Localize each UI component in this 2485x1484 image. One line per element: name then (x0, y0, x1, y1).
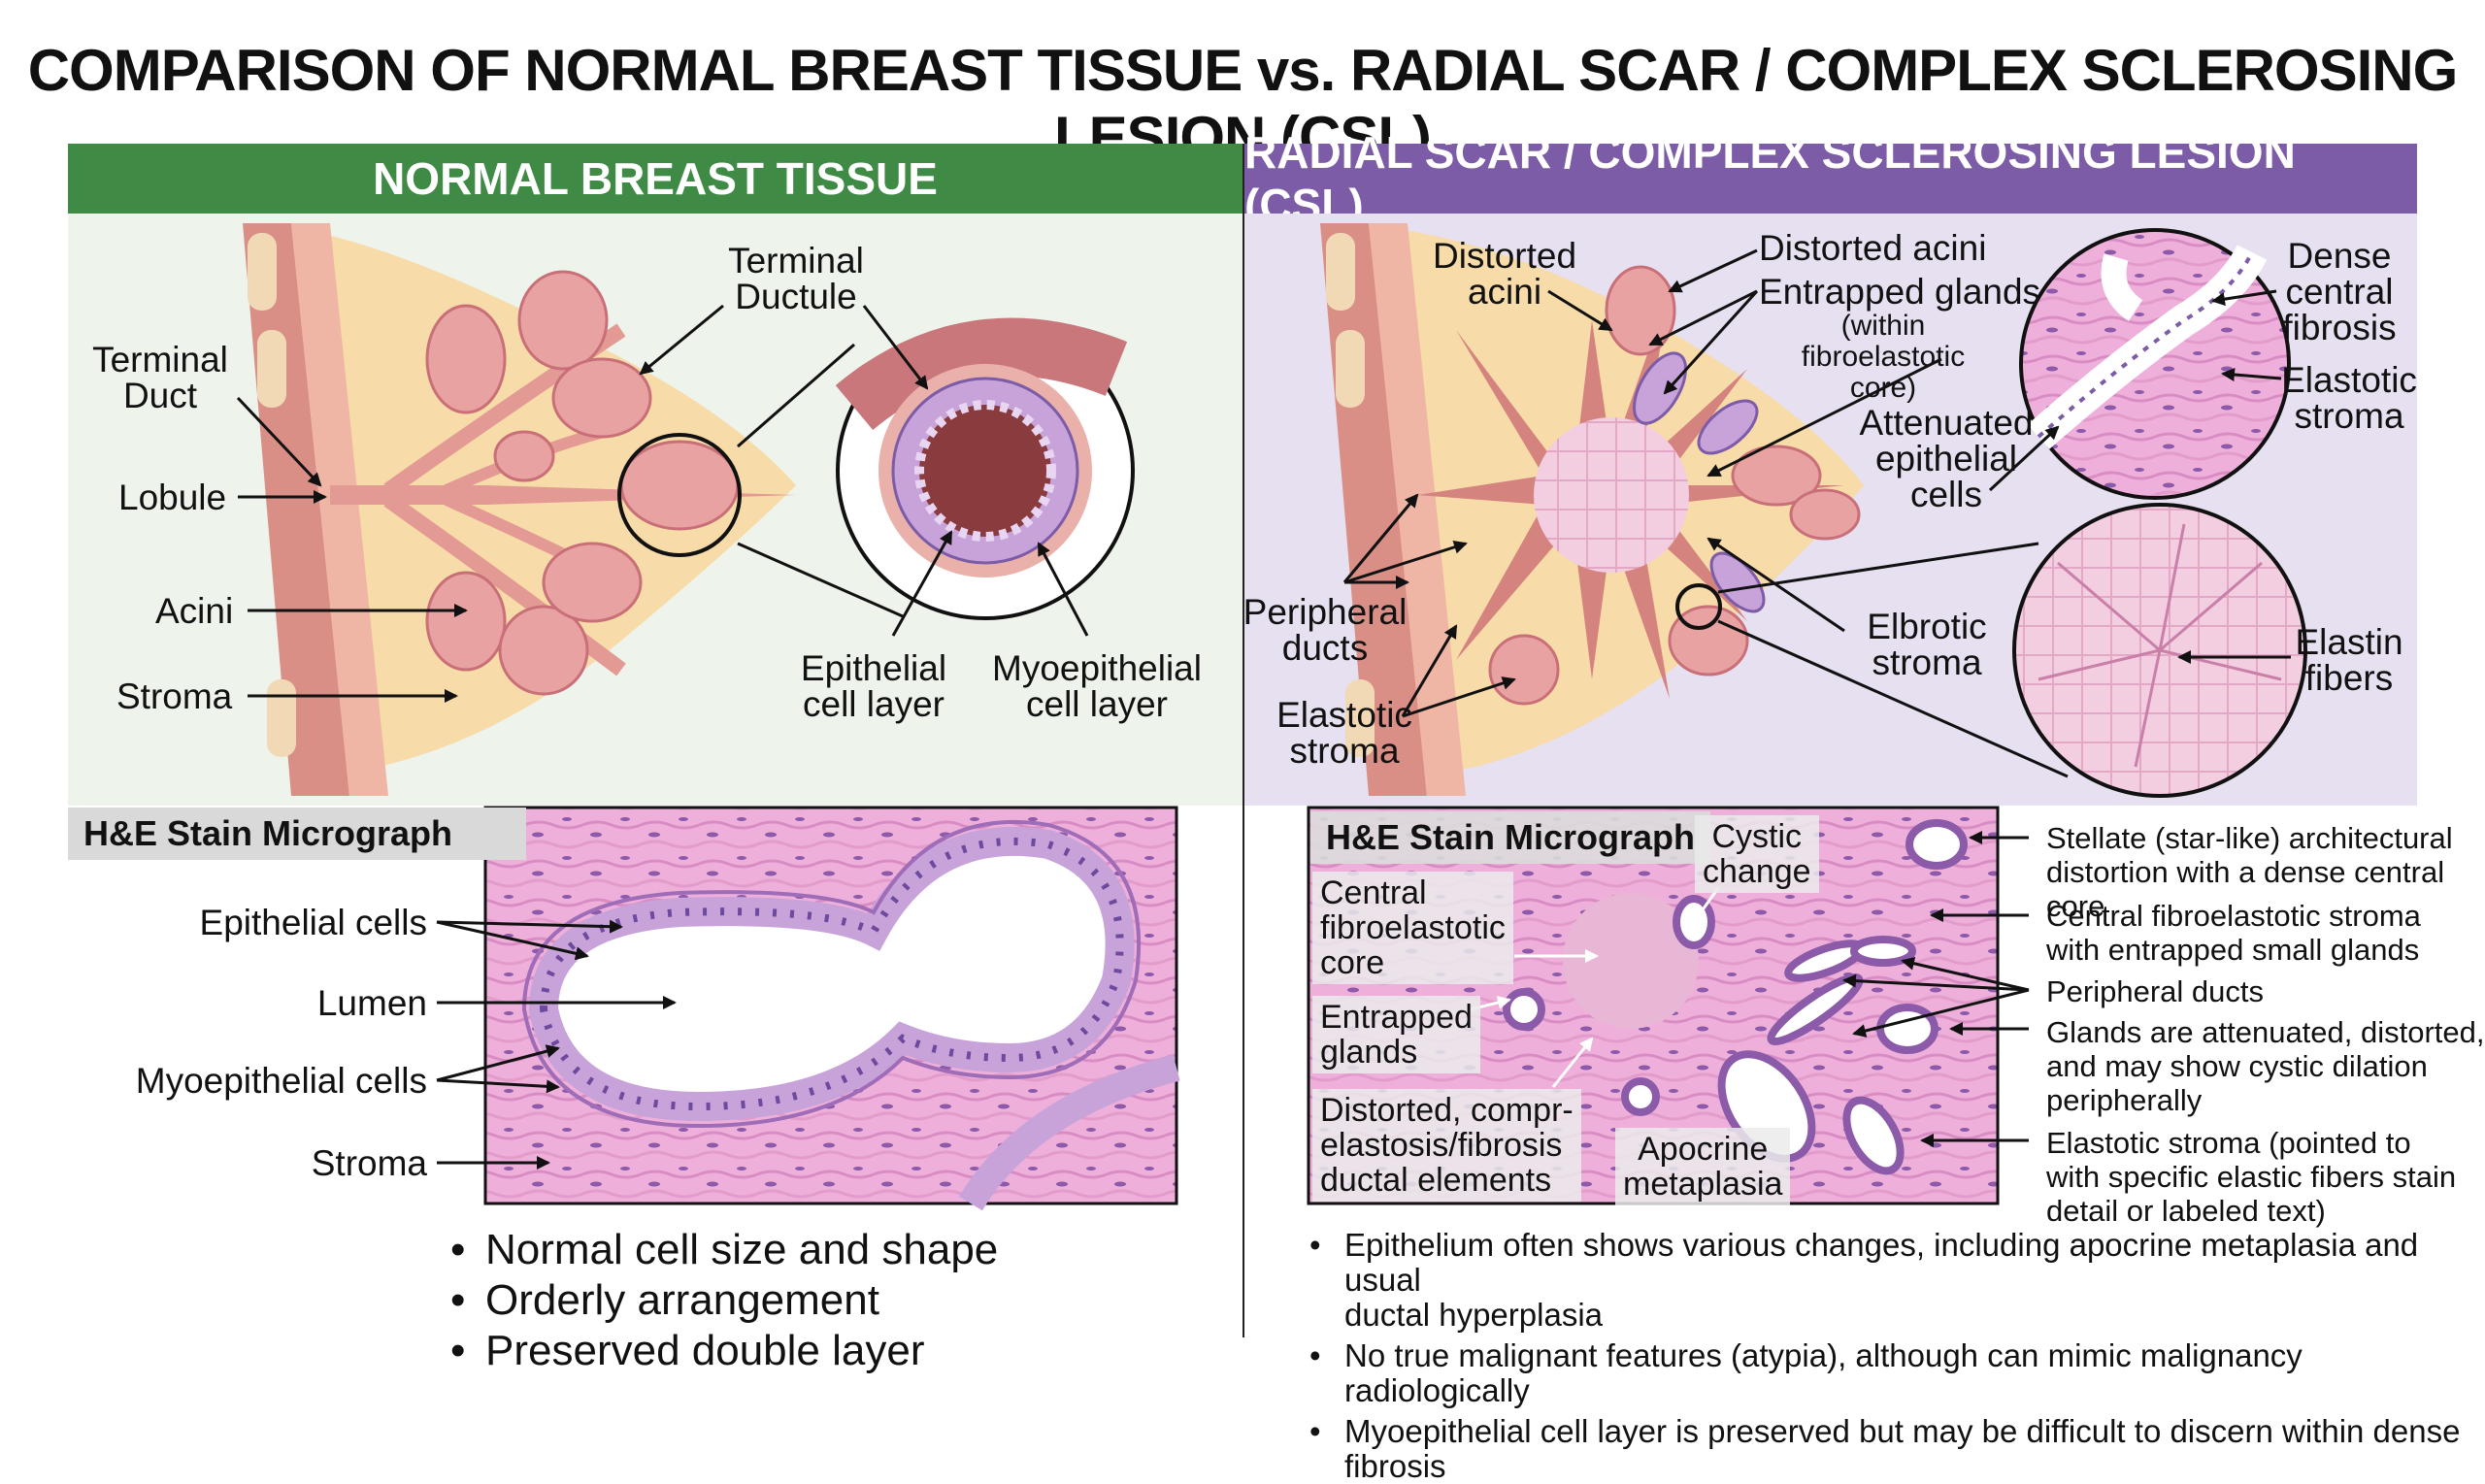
label-epithelial-layer: Epithelial cell layer (800, 648, 947, 724)
right-bullet: Epithelium often shows various changes, … (1306, 1228, 2470, 1333)
label-entrapped: Entrapped glands (1312, 996, 1480, 1073)
label-peripheral-ducts: Peripheral ducts (1242, 592, 1408, 668)
label-distorted-acini-left: Distorted acini (1432, 236, 1577, 312)
label-lobule: Lobule (118, 478, 227, 517)
left-micrograph-tag: H&E Stain Micrograph (68, 808, 526, 860)
label-terminal-ductule: Terminal Ductule (728, 241, 864, 316)
radial-scar-header: RADIAL SCAR / COMPLEX SCLEROSING LESION … (1244, 127, 2417, 230)
illustration-canvas (236, 223, 2307, 1211)
label-distorted-elements: Distorted, compr- elastosis/fibrosis duc… (1312, 1089, 1581, 1202)
note-central-stroma: Central fibroelastotic stroma with entra… (2046, 899, 2421, 967)
label-micrograph-stroma: Stroma (311, 1143, 427, 1183)
label-elastin-fibers: Elastin fibers (2295, 622, 2403, 698)
radial-label-arrows (1342, 248, 2291, 718)
normal-tissue-header: NORMAL BREAST TISSUE (68, 144, 1242, 214)
left-bullet-list: Normal cell size and shape Orderly arran… (447, 1225, 1223, 1376)
label-cystic-change: Cystic change (1695, 815, 1819, 893)
right-bullet-list: Epithelium often shows various changes, … (1306, 1228, 2470, 1484)
panel-divider (1242, 144, 1244, 1337)
left-bullet: Orderly arrangement (447, 1275, 1223, 1326)
note-elastotic-stroma: Elastotic stroma (pointed to with specif… (2046, 1126, 2457, 1228)
label-elastotic-stroma: Elastotic stroma (1276, 695, 1412, 771)
label-elastotic-stroma-circle: Elastotic stroma (2281, 360, 2417, 436)
label-acini: Acini (155, 591, 234, 631)
label-apocrine: Apocrine metaplasia (1615, 1128, 1791, 1205)
right-micrograph-tag: H&E Stain Micrograph (1310, 811, 1711, 864)
normal-micrograph-arrows (436, 919, 677, 1170)
radial-scar-illustration (1320, 223, 2307, 798)
normal-breast-illustration (243, 223, 1135, 796)
label-entrapped-glands-note: (within fibroelastotic core) (1801, 310, 1966, 404)
label-distorted-acini: Distorted acini (1759, 228, 1987, 268)
label-central-core: Central fibroelastotic core (1312, 872, 1513, 984)
label-attenuated-cells: Attenuated epithelial cells (1859, 403, 2034, 514)
right-bullet: Myoepithelial cell layer is preserved bu… (1306, 1414, 2470, 1484)
left-bullet: Preserved double layer (447, 1326, 1223, 1376)
label-lumen: Lumen (316, 983, 427, 1023)
label-dense-fibrosis: Dense central fibrosis (2282, 236, 2397, 347)
note-stellate: Stellate (star-like) architectural disto… (2046, 821, 2453, 923)
label-entrapped-glands: Entrapped glands (1759, 272, 2041, 312)
left-bullet: Normal cell size and shape (447, 1225, 1223, 1275)
label-terminal-duct: Terminal Duct (92, 340, 228, 415)
page-title: COMPARISON OF NORMAL BREAST TISSUE vs. R… (27, 38, 2459, 170)
right-bullet: No true malignant features (atypia), alt… (1306, 1338, 2470, 1408)
note-peripheral-ducts: Peripheral ducts (2046, 974, 2265, 1008)
label-myoepithelial-cells: Myoepithelial cells (135, 1061, 427, 1101)
normal-micrograph (483, 806, 1180, 1211)
label-epithelial-cells: Epithelial cells (199, 903, 427, 942)
label-myoepithelial-layer: Myoepithelial cell layer (992, 648, 1202, 724)
label-elbrotic-stroma: Elbrotic stroma (1867, 607, 1987, 682)
note-glands: Glands are attenuated, distorted, and ma… (2046, 1015, 2485, 1117)
normal-label-arrows (236, 304, 1089, 703)
page: COMPARISON OF NORMAL BREAST TISSUE vs. R… (0, 0, 2485, 1387)
label-stroma: Stroma (116, 676, 233, 716)
